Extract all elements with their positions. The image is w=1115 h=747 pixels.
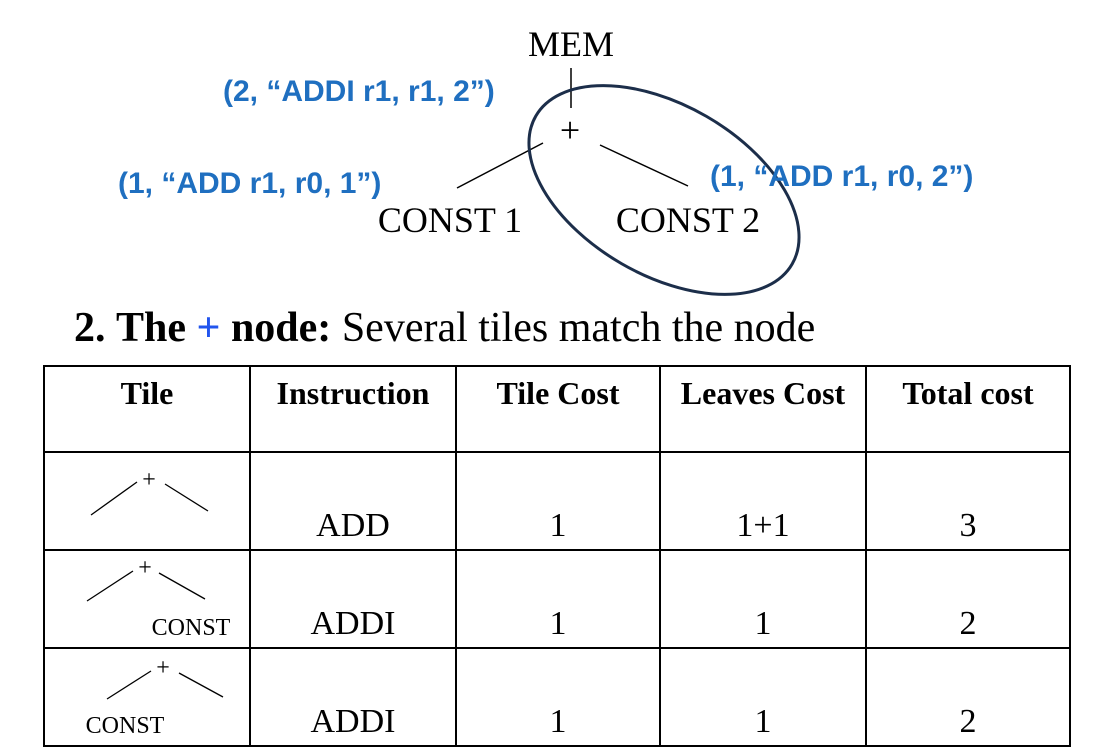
table-header-row: Tile Instruction Tile Cost Leaves Cost T… <box>43 365 1071 453</box>
tile-highlight-ellipse <box>527 84 801 296</box>
tile-diagram-add: + <box>90 467 209 516</box>
tile-diagram-cell: + CONST <box>43 647 251 747</box>
cell-instruction: ADD <box>249 451 457 551</box>
tile-right-leaf: CONST <box>152 615 231 641</box>
annotation-plus-cost: (2, “ADDI r1, r1, 2”) <box>223 75 495 108</box>
table-row: + ADD 1 1+1 3 <box>43 451 1071 551</box>
header-instruction: Instruction <box>249 365 457 453</box>
expression-tree: MEM + CONST 1 CONST 2 (2, “ADDI r1, r1, … <box>118 24 973 296</box>
annotation-right-cost: (1, “ADD r1, r0, 2”) <box>710 160 973 193</box>
cell-tile-cost: 1 <box>455 647 661 747</box>
header-tile-cost: Tile Cost <box>455 365 661 453</box>
header-total-cost: Total cost <box>865 365 1071 453</box>
section-heading: 2. The + node: Several tiles match the n… <box>74 304 815 352</box>
cell-leaves-cost: 1 <box>659 549 867 649</box>
cell-leaves-cost: 1+1 <box>659 451 867 551</box>
heading-node: node: <box>230 305 332 351</box>
tile-op: + <box>138 555 152 581</box>
tree-node-const2: CONST 2 <box>616 200 760 240</box>
tile-diagram-addi-left-const: + CONST <box>86 655 224 739</box>
tile-diagram-cell: + <box>43 451 251 551</box>
cell-total-cost: 2 <box>865 549 1071 649</box>
header-tile: Tile <box>43 365 251 453</box>
cell-instruction: ADDI <box>249 549 457 649</box>
heading-the: The <box>116 305 187 351</box>
cell-total-cost: 2 <box>865 647 1071 747</box>
edge-plus-right <box>599 144 689 187</box>
annotation-left-cost: (1, “ADD r1, r0, 1”) <box>118 167 381 200</box>
tile-left-leaf: CONST <box>86 713 165 739</box>
cell-tile-cost: 1 <box>455 549 661 649</box>
tiles-table: Tile Instruction Tile Cost Leaves Cost T… <box>43 365 1071 747</box>
cell-leaves-cost: 1 <box>659 647 867 747</box>
cell-instruction: ADDI <box>249 647 457 747</box>
header-leaves-cost: Leaves Cost <box>659 365 867 453</box>
tree-node-plus: + <box>560 110 580 150</box>
cell-total-cost: 3 <box>865 451 1071 551</box>
tree-node-const1: CONST 1 <box>378 200 522 240</box>
heading-number: 2. <box>74 305 106 351</box>
table-row: + CONST ADDI 1 1 2 <box>43 647 1071 747</box>
tile-op: + <box>156 655 170 681</box>
tree-node-mem: MEM <box>528 24 614 64</box>
heading-rest: Several tiles match the node <box>341 305 816 351</box>
tile-diagram-cell: + CONST <box>43 549 251 649</box>
table-row: + CONST ADDI 1 1 2 <box>43 549 1071 649</box>
cell-tile-cost: 1 <box>455 451 661 551</box>
tile-op: + <box>142 467 156 493</box>
heading-plus: + <box>196 305 221 351</box>
tile-diagram-addi-right-const: + CONST <box>86 555 231 641</box>
